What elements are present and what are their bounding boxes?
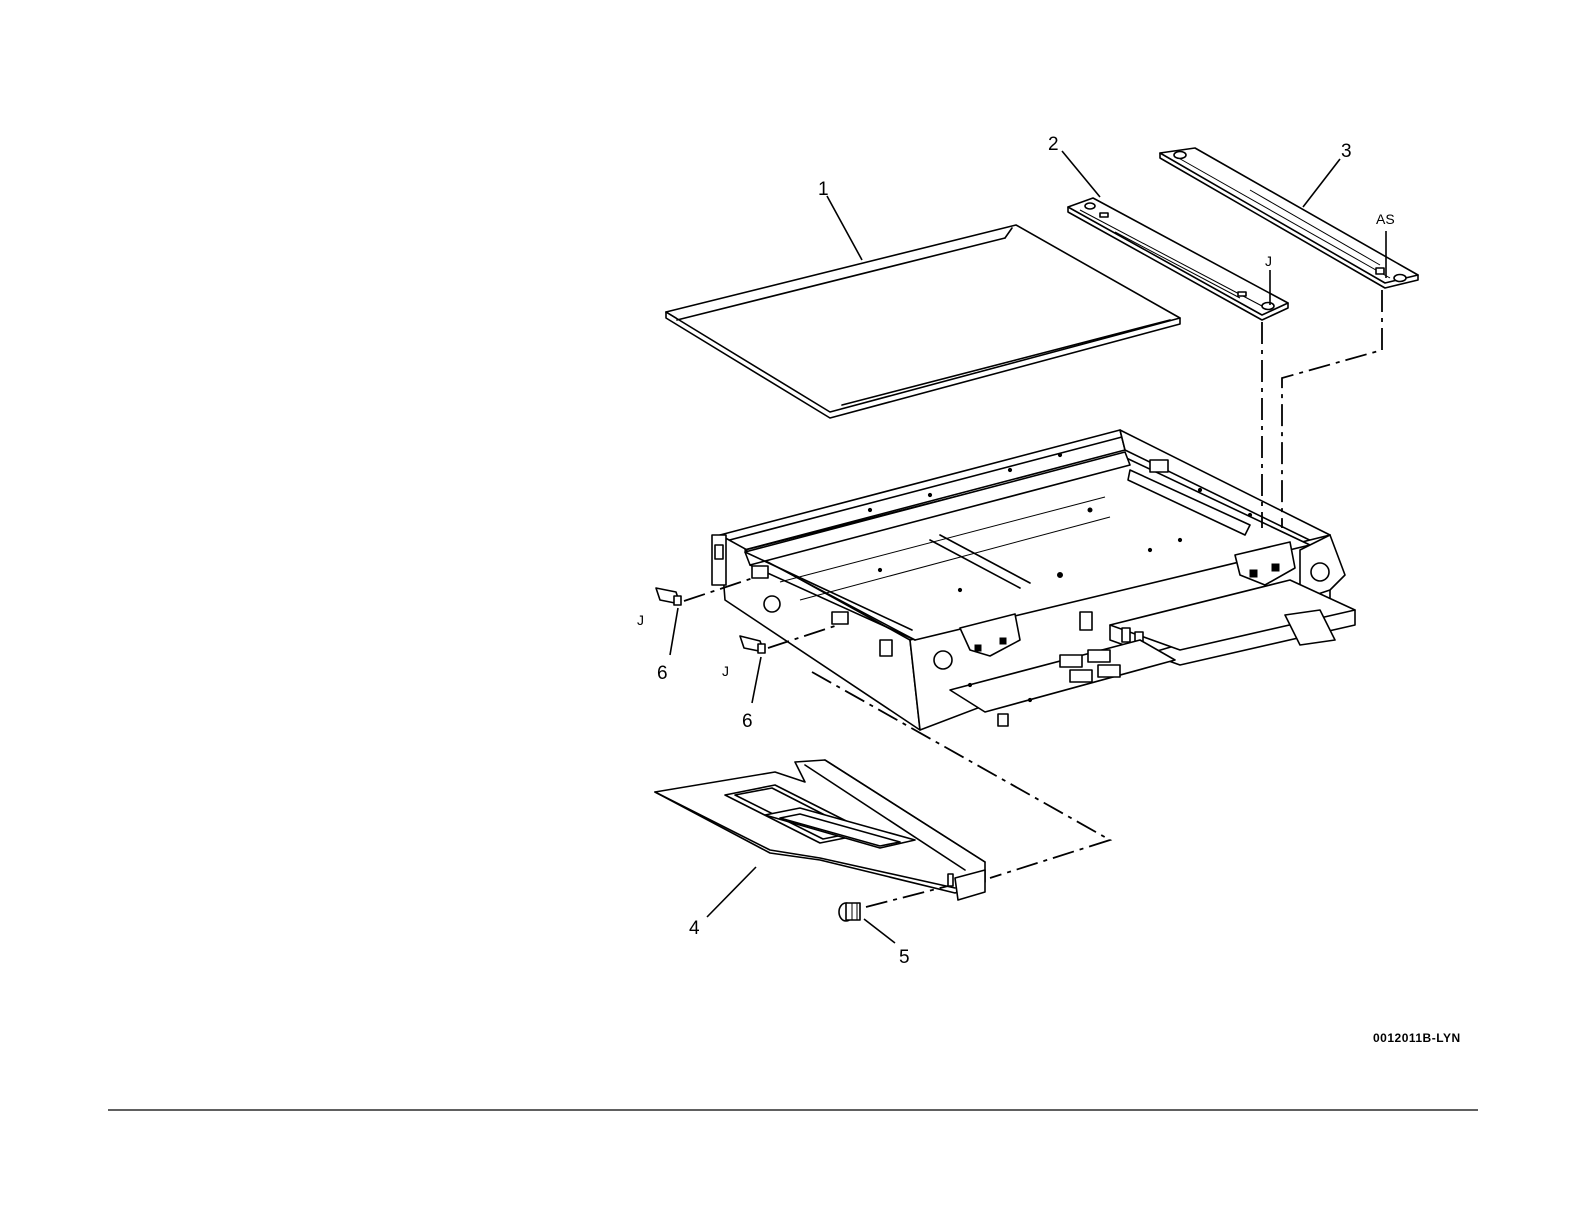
part-1-platen-sheet: [666, 225, 1180, 418]
part-6-clip-lower: [740, 636, 765, 653]
tag-j-left-lower: J: [722, 663, 729, 679]
callout-4: 4: [689, 918, 700, 939]
callout-1: 1: [818, 179, 829, 200]
callout-3: 3: [1341, 141, 1352, 162]
callout-2: 2: [1048, 134, 1059, 155]
part-5-screw: [839, 903, 860, 921]
figure-id: 0012011B-LYN: [1373, 1031, 1461, 1045]
tag-j-top: J: [1265, 253, 1272, 269]
callout-6-lower: 6: [742, 711, 753, 732]
scanner-frame: [712, 430, 1355, 730]
tag-j-left-upper: J: [637, 612, 644, 628]
part-6-clip-upper: [656, 588, 681, 605]
tag-as-top: AS: [1376, 211, 1395, 227]
callout-6-upper: 6: [657, 663, 668, 684]
callout-5: 5: [899, 947, 910, 968]
part-4-tray: [655, 760, 985, 900]
